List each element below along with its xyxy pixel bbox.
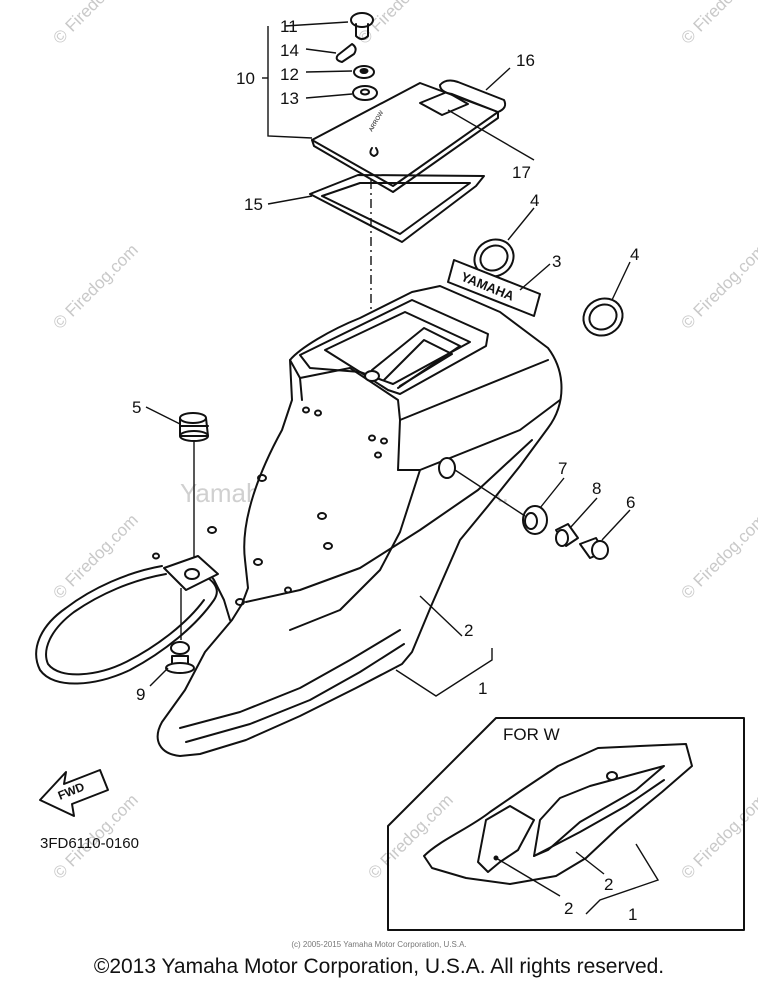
damper-9 — [165, 641, 195, 674]
emblem-4-left — [473, 238, 515, 278]
inset-label-2b: 2 — [604, 875, 613, 894]
label-11: 11 — [280, 17, 298, 36]
label-5: 5 — [132, 398, 141, 417]
small-copyright: (c) 2005-2015 Yamaha Motor Corporation, … — [291, 940, 467, 949]
label-9: 9 — [136, 685, 145, 704]
copyright-notice: ©2013 Yamaha Motor Corporation, U.S.A. A… — [93, 955, 665, 978]
label-12: 12 — [280, 65, 299, 84]
part-labels: 11 14 10 12 13 16 17 15 4 3 4 5 7 8 6 2 … — [132, 17, 639, 704]
watermark-site: © Firedog.com — [677, 240, 758, 332]
label-13: 13 — [280, 89, 299, 108]
watermark-site: © Firedog.com — [677, 510, 758, 602]
inset-label-1: 1 — [628, 905, 637, 924]
fwd-arrow: FWD — [39, 769, 109, 817]
inset-label-2a: 2 — [564, 899, 573, 918]
watermark-site: © Firedog.com — [677, 790, 758, 882]
label-3: 3 — [552, 252, 561, 271]
emblem-4-right — [582, 297, 624, 337]
label-8: 8 — [592, 479, 601, 498]
leader-lines — [145, 21, 631, 697]
side-cover-body — [152, 285, 563, 757]
label-4-left: 4 — [530, 191, 539, 210]
grommet-7 — [522, 505, 548, 535]
drawing-number: 3FD6110-0160 — [40, 835, 139, 852]
grommet-line — [454, 469, 526, 517]
label-17: 17 — [512, 163, 531, 182]
bolt-6 — [579, 537, 609, 560]
label-1: 1 — [478, 679, 487, 698]
label-6: 6 — [626, 493, 635, 512]
label-7: 7 — [558, 459, 567, 478]
watermark-site: © Firedog.com — [49, 0, 141, 48]
damper-5 — [179, 412, 209, 442]
label-15: 15 — [244, 195, 263, 214]
watermark-site: © Firedog.com — [49, 240, 141, 332]
label-4-right: 4 — [630, 245, 639, 264]
watermark-site: © Firedog.com — [677, 0, 758, 48]
mount-tab-hole — [184, 568, 200, 580]
label-2: 2 — [464, 621, 473, 640]
label-10: 10 — [236, 69, 255, 88]
label-16: 16 — [516, 51, 535, 70]
label-14: 14 — [280, 41, 299, 60]
strip-16 — [439, 79, 507, 113]
nut-12 — [353, 65, 375, 79]
collar-14 — [335, 43, 357, 63]
collar-8 — [555, 523, 579, 547]
screw-11 — [350, 12, 374, 40]
inset-title: FOR W — [503, 725, 560, 744]
inset-for-w: FOR W 2 2 1 — [387, 717, 745, 931]
inset-frame — [387, 717, 745, 931]
washer-13 — [352, 85, 378, 101]
seal-15 — [309, 174, 485, 243]
